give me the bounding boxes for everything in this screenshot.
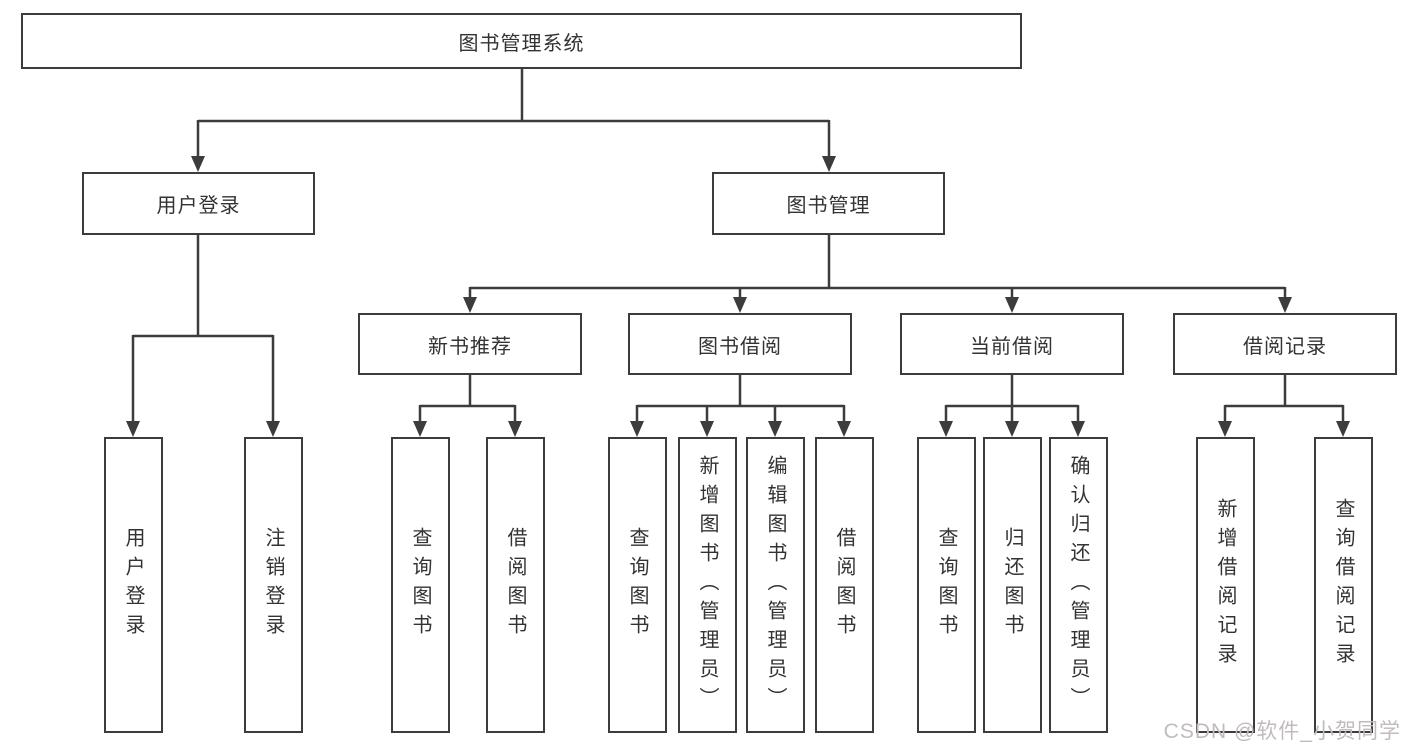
leaf-return-books: 归还图书 (983, 437, 1042, 733)
node-book-borrowing: 图书借阅 (628, 313, 852, 375)
watermark: CSDN @软件_小贺同学 (1163, 720, 1401, 743)
leaf-query-books-current: 查询图书 (917, 437, 976, 733)
leaf-logout-login: 注销登录 (244, 437, 303, 733)
node-user-login: 用户登录 (82, 172, 315, 235)
node-root-library-system: 图书管理系统 (21, 13, 1022, 69)
leaf-user-login: 用户登录 (104, 437, 163, 733)
leaf-add-books-admin: 新增图书（管理员） (678, 437, 737, 733)
node-new-book-recommendation: 新书推荐 (358, 313, 582, 375)
leaf-query-books-recommend: 查询图书 (391, 437, 450, 733)
leaf-query-books-borrowing: 查询图书 (608, 437, 667, 733)
node-borrowing-records: 借阅记录 (1173, 313, 1397, 375)
leaf-add-borrow-record: 新增借阅记录 (1196, 437, 1255, 733)
leaf-confirm-return-admin: 确认归还（管理员） (1049, 437, 1108, 733)
leaf-borrow-books-borrowing: 借阅图书 (815, 437, 874, 733)
node-current-borrowing: 当前借阅 (900, 313, 1124, 375)
leaf-query-borrow-record: 查询借阅记录 (1314, 437, 1373, 733)
leaf-edit-books-admin: 编辑图书（管理员） (746, 437, 805, 733)
node-book-management: 图书管理 (712, 172, 945, 235)
leaf-borrow-books-recommend: 借阅图书 (486, 437, 545, 733)
